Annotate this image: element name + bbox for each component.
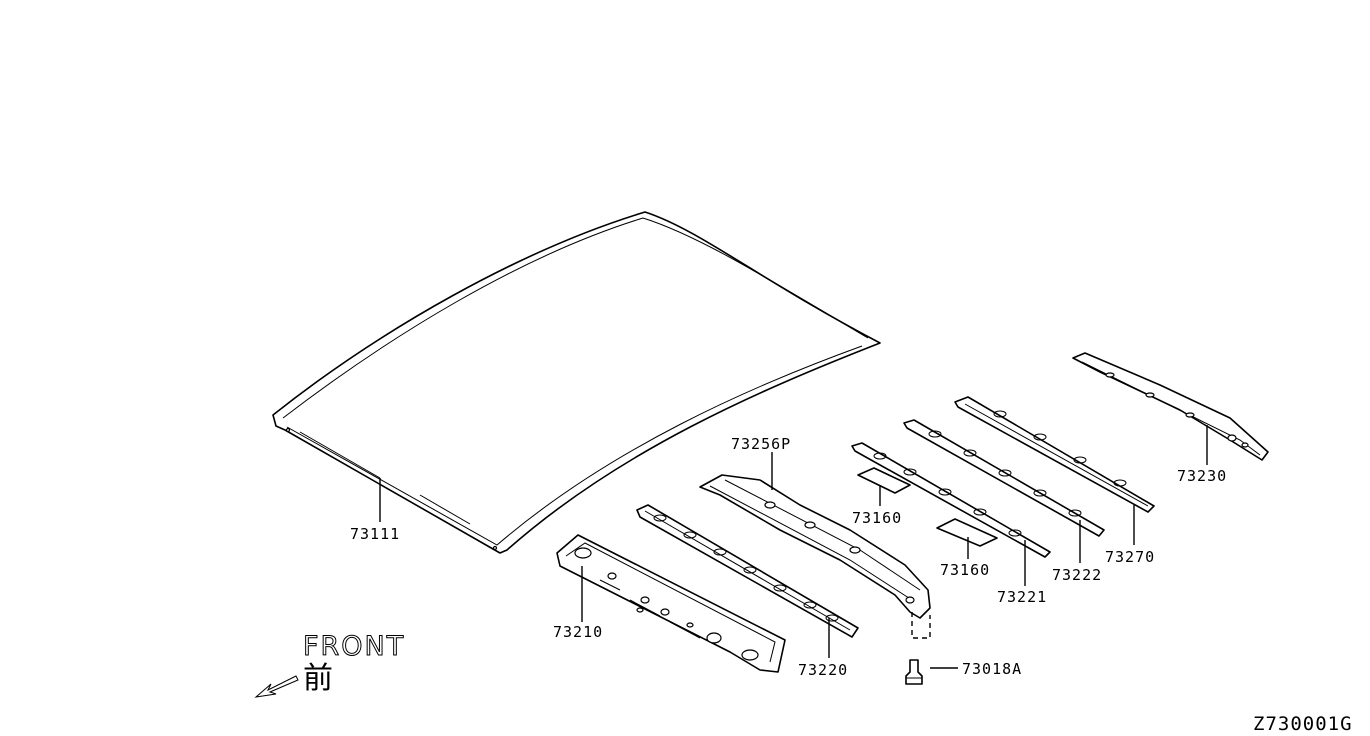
patch-lower[interactable] — [936, 518, 998, 547]
patch-upper[interactable] — [857, 467, 911, 494]
roof-bow-2[interactable] — [903, 419, 1105, 537]
label-73270[interactable]: 73270 — [1105, 548, 1155, 566]
label-73220[interactable]: 73220 — [798, 661, 848, 679]
front-arrow-icon — [254, 675, 299, 698]
leader-lines — [379, 425, 1208, 669]
diagram-code: Z730001G — [1253, 713, 1353, 735]
roof-bow-front-reinforcement[interactable] — [636, 504, 859, 638]
label-73160-lower[interactable]: 73160 — [940, 561, 990, 579]
front-label: FRONT — [303, 631, 405, 662]
roof-bow-3[interactable] — [954, 396, 1155, 513]
roof-bow-front[interactable] — [556, 534, 786, 673]
front-kanji: 前 — [303, 661, 333, 696]
label-73160-upper[interactable]: 73160 — [852, 509, 902, 527]
label-73221[interactable]: 73221 — [997, 588, 1047, 606]
roof-bow-1[interactable] — [851, 442, 1051, 558]
part-labels: 73111 73210 73220 73256P 73160 73160 732… — [350, 435, 1227, 679]
roof-bow-rear[interactable] — [1072, 352, 1269, 461]
roof-rail-center[interactable] — [699, 474, 931, 619]
label-73210[interactable]: 73210 — [553, 623, 603, 641]
front-indicator: FRONT 前 — [254, 631, 405, 698]
label-73222[interactable]: 73222 — [1052, 566, 1102, 584]
label-73111[interactable]: 73111 — [350, 525, 400, 543]
clip[interactable] — [905, 612, 931, 685]
label-73230[interactable]: 73230 — [1177, 467, 1227, 485]
label-73256P[interactable]: 73256P — [731, 435, 791, 453]
label-73018A[interactable]: 73018A — [962, 660, 1022, 678]
roof-panel[interactable] — [272, 211, 881, 554]
